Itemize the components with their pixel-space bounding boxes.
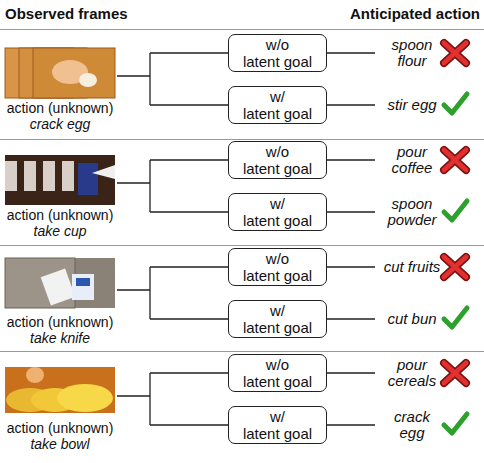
action-caption: action (unknown): [7, 208, 114, 223]
anticipated-action: crack egg: [394, 409, 430, 441]
model-box: w/ latent goal: [228, 406, 327, 444]
action-name: take cup: [34, 224, 87, 239]
model-box: w/o latent goal: [228, 34, 327, 72]
box-label: w/o latent goal: [243, 143, 312, 177]
box-label: w/ latent goal: [243, 88, 312, 122]
box-label: w/o latent goal: [243, 250, 312, 284]
model-box: w/ latent goal: [228, 300, 327, 338]
anticipated-action: spoon flour: [392, 37, 433, 69]
box-label: w/ latent goal: [243, 408, 312, 442]
anticipated-action: stir egg: [387, 97, 436, 113]
model-box: w/o latent goal: [228, 248, 327, 286]
model-box: w/o latent goal: [228, 141, 327, 179]
anticipated-action: spoon powder: [387, 196, 436, 228]
anticipated-action: cut bun: [387, 311, 436, 327]
model-box: w/ latent goal: [228, 193, 327, 231]
row-separators: [0, 30, 484, 352]
anticipated-action: cut fruits: [384, 259, 441, 275]
action-name: take bowl: [30, 437, 89, 452]
box-label: w/ latent goal: [243, 195, 312, 229]
action-caption: action (unknown): [7, 101, 114, 116]
action-name: crack egg: [30, 117, 91, 132]
box-label: w/o latent goal: [243, 36, 312, 70]
model-box: w/ latent goal: [228, 86, 327, 124]
model-box: w/o latent goal: [228, 354, 327, 392]
column-heading: Observed frames: [5, 6, 128, 22]
box-label: w/ latent goal: [243, 302, 312, 336]
action-name: take knife: [30, 331, 90, 346]
anticipated-action: pour coffee: [392, 144, 433, 176]
action-caption: action (unknown): [7, 421, 114, 436]
anticipated-action: pour cereals: [388, 357, 436, 389]
box-label: w/o latent goal: [243, 356, 312, 390]
action-caption: action (unknown): [7, 315, 114, 330]
column-heading: Anticipated action: [350, 6, 480, 22]
